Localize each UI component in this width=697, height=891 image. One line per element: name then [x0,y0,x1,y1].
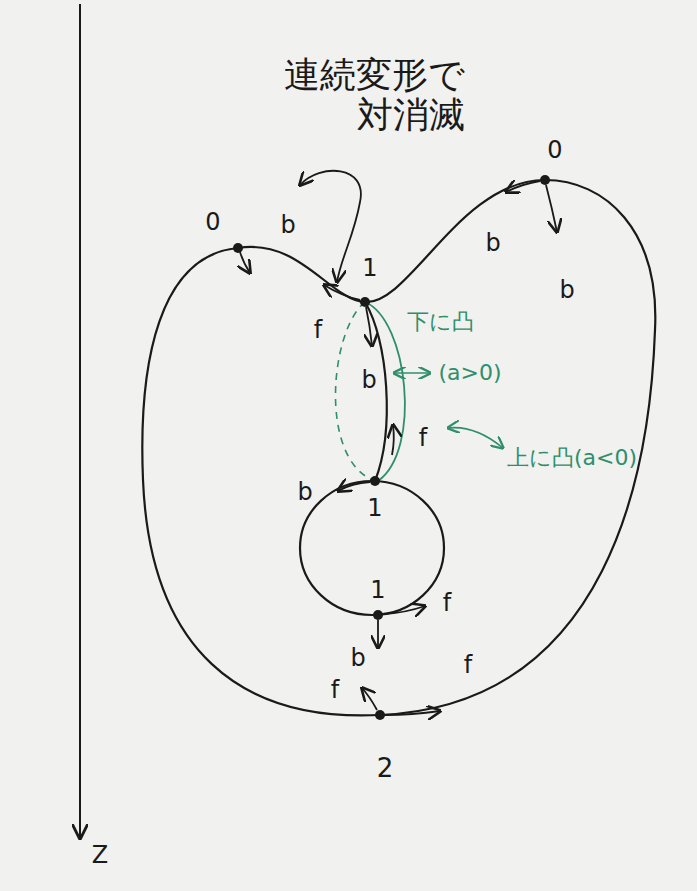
critical-index: 0 [547,137,562,163]
flow-label: f [464,652,472,678]
z-axis [79,4,81,838]
direction-arrows [240,171,557,715]
flow-label: f [419,425,427,451]
critical-index: 0 [205,209,220,235]
flow-label: b [350,645,365,671]
convexity-note: (a>0) [438,361,501,385]
flow-label: b [485,230,500,256]
critical-index: 1 [367,495,382,521]
critical-index: 1 [362,255,377,281]
critical-index: 1 [370,577,385,603]
critical-index: 2 [377,754,394,783]
convexity-note: 上に凸(a<0) [507,446,637,470]
outer-curve [142,180,655,715]
flow-label: b [280,212,295,238]
inner-loop [300,481,444,615]
flow-label: b [297,479,312,505]
critical-points [233,175,550,720]
flow-label: b [361,367,376,393]
flow-label: f [331,677,339,703]
convexity-note: 下に凸 [407,310,474,334]
axis-label: Z [92,842,108,868]
flow-label: b [559,277,574,303]
annotation-note: 連続変形で 対消滅 [275,55,466,134]
flow-label: f [443,590,451,616]
flow-label: f [314,317,322,343]
